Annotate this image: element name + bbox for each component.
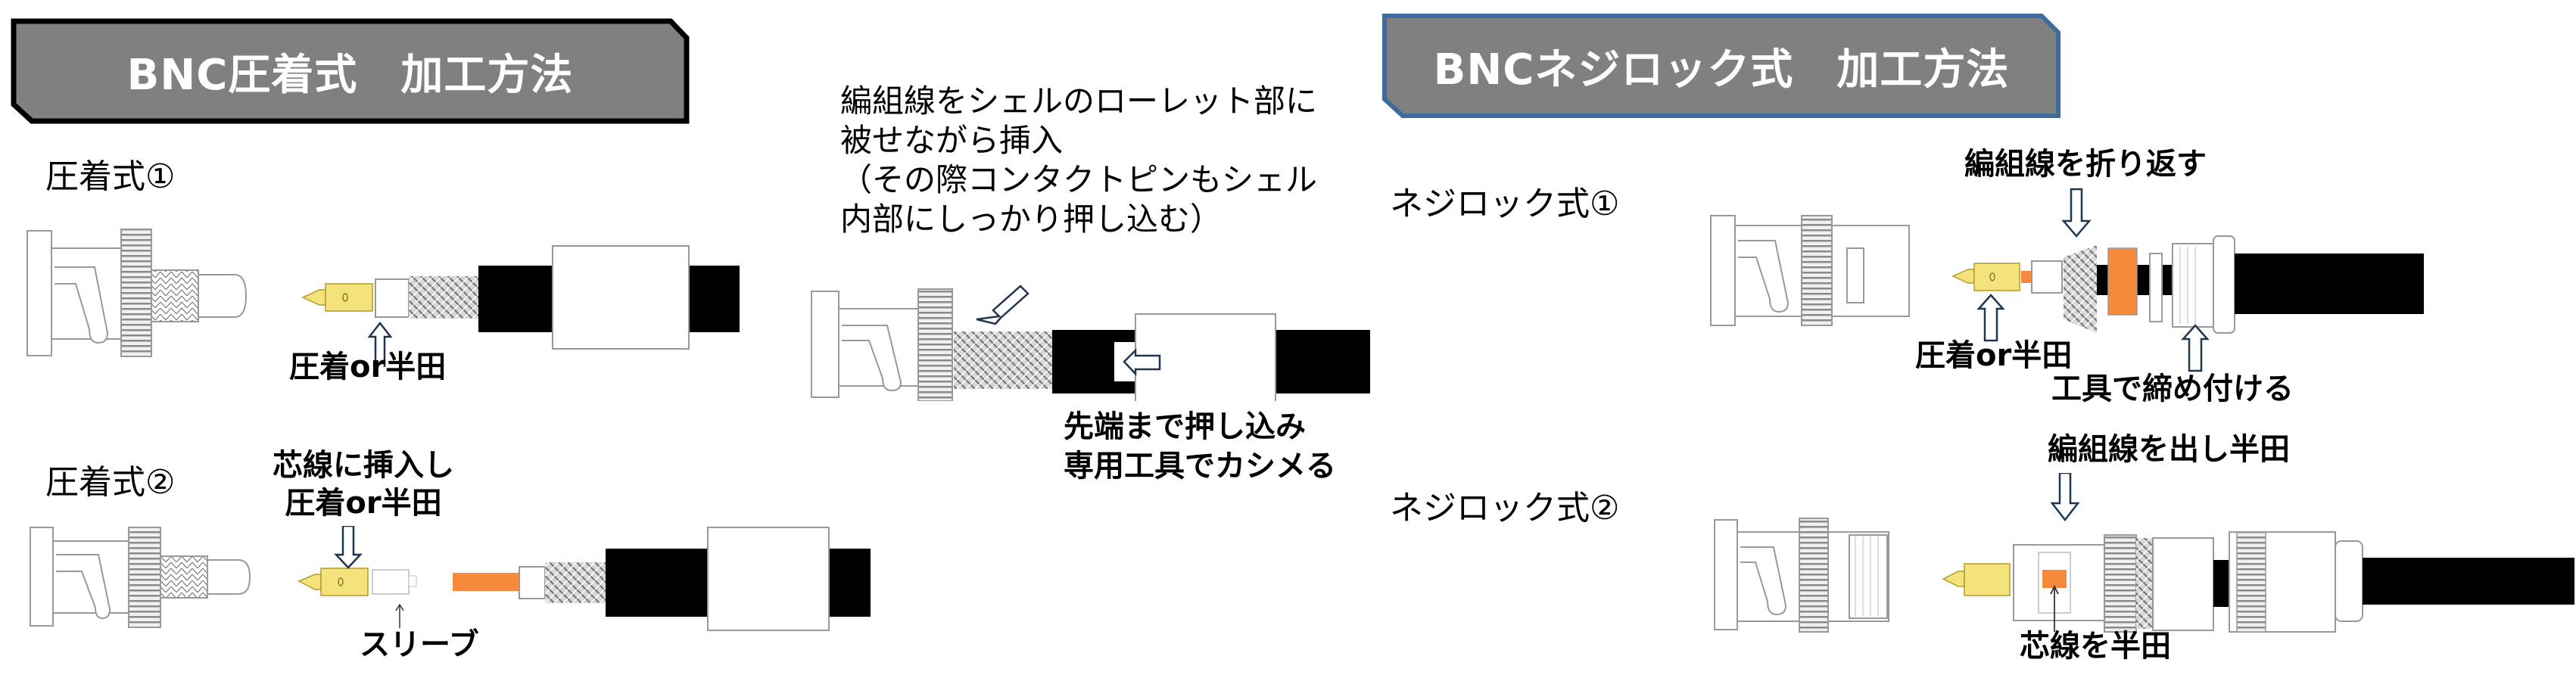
pointer-arrow-icon [395,603,404,628]
crimp-instructions: 先端まで押し込み 専用工具でカシメる [1064,407,1336,486]
hex-nut [2213,235,2235,334]
step-title-crimp-2: 圧着式② [45,463,176,502]
braid [954,331,1052,389]
core-conductor [453,573,519,591]
header-banner-shape [11,18,690,124]
contact-pin [1951,263,2020,291]
instruction-line: 被せながら挿入 [840,122,1064,159]
core-conductor [2021,271,2032,283]
callout-crimp-or-solder-2: 圧着or半田 [1915,338,2073,373]
braid [545,562,606,603]
callout-line: 芯線に挿入し [273,448,454,483]
center-assembly-drawing [811,285,1370,401]
callout-crimp-or-solder-1: 圧着or半田 [289,350,447,384]
step-title-screwlock-1: ネジロック式① [1390,185,1620,223]
washer [2149,253,2163,322]
cable-jacket [2235,254,2424,314]
callout-line: 圧着or半田 [285,486,442,521]
screwlock-1-drawing [1710,188,2424,372]
contact-pin [1942,563,2011,596]
arrow-up-icon [367,321,393,367]
arrow-up-icon [1976,294,2005,342]
braid [409,276,478,319]
header-crimp-method: BNC圧着式 加工方法 [11,18,690,124]
arrow-left-icon [1123,347,1161,377]
callout-insert-core: 芯線に挿入し 圧着or半田 [257,446,469,522]
clamp [2152,537,2214,631]
bnc-connector-body [26,229,248,357]
sleeve [372,569,410,595]
header-screwlock-title: BNCネジロック式 加工方法 [1433,45,2010,95]
instruction-line: 内部にしっかり押し込む） [840,201,1223,238]
callout-sleeve: スリーブ [360,627,479,662]
cable-jacket [2363,558,2574,605]
clamp-nut [2104,534,2137,633]
gasket [2107,247,2138,316]
callout-solder-core: 芯線を半田 [2020,629,2171,664]
crimp-2-drawing [30,526,871,631]
dielectric [519,566,546,599]
crimp-ferrule [552,245,690,350]
pointer-arrow-icon [2050,584,2059,632]
bnc-connector-body [1714,518,1889,633]
dielectric [375,278,410,318]
header-screwlock-method: BNCネジロック式 加工方法 [1381,13,2061,119]
threaded-nut [2172,243,2214,328]
bnc-connector-body [811,288,953,401]
assembly-instructions: 編組線をシェルのローレット部に 被せながら挿入 （その際コンタクトピンもシェル … [840,82,1317,239]
contact-pin [301,283,373,312]
arrow-diagonal-icon [976,285,1029,325]
crimp-ferrule [707,527,830,631]
instruction-line: 編組線をシェルのローレット部に [840,82,1318,120]
arrow-up-icon [2181,324,2210,372]
callout-fold-braid: 編組線を折り返す [1964,147,2207,182]
screwlock-2-drawing [1714,473,2574,633]
instruction-line: （その際コンタクトピンもシェル [840,161,1318,198]
arrow-down-icon [334,526,363,569]
header-crimp-title: BNC圧着式 加工方法 [126,50,574,100]
instruction-line: 先端まで押し込み [1064,409,1306,444]
step-title-crimp-1: 圧着式① [45,157,176,196]
header-banner-shape [1382,14,2060,118]
contact-pin [297,568,369,596]
arrow-down-icon [2050,473,2080,522]
folded-braid [2064,245,2097,333]
crimp-1-drawing [26,229,740,367]
cable-jacket [2213,560,2229,607]
instruction-line: 専用工具でカシメる [1064,449,1336,484]
bnc-connector-body [1710,215,1910,326]
callout-solder-braid: 編組線を出し半田 [2048,432,2290,467]
dielectric [2031,260,2063,294]
bnc-connector-body [30,527,251,628]
braid [2136,538,2153,629]
arrow-down-icon [2061,188,2092,238]
callout-tighten-with-tool: 工具で締め付ける [2051,372,2294,406]
step-title-screwlock-2: ネジロック式② [1390,489,1620,527]
